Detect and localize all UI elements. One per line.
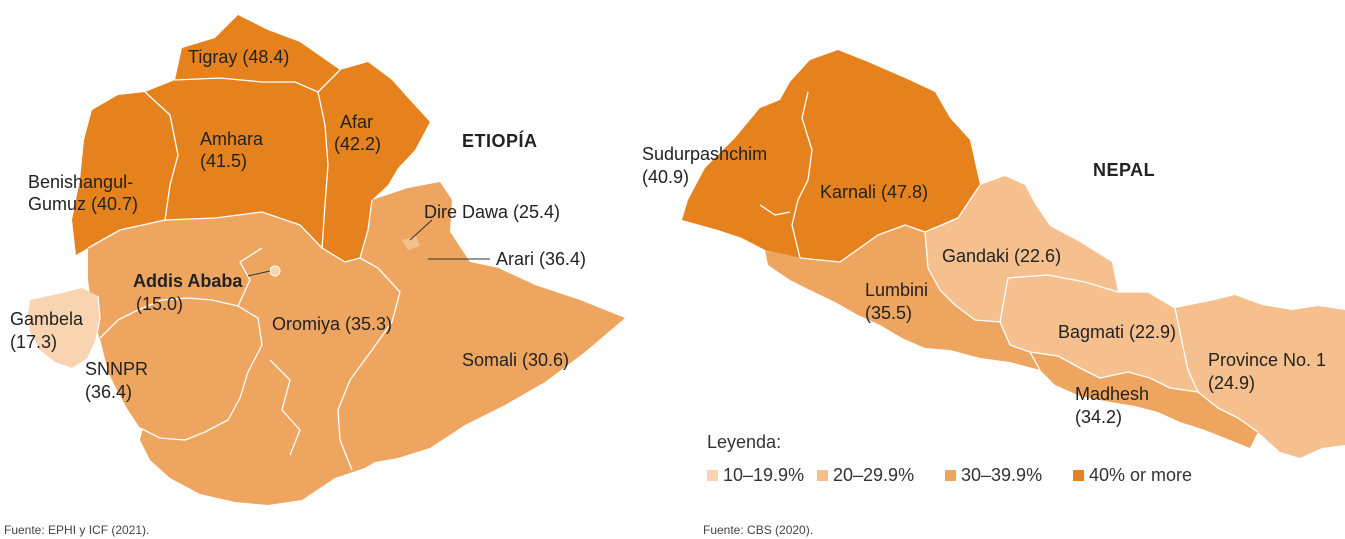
label-lumbini-name: Lumbini: [865, 280, 928, 300]
label-gambela-value: (17.3): [10, 332, 57, 352]
region-afar: [318, 62, 430, 262]
region-sudurpashchim: [682, 82, 812, 258]
region-snnpr: [100, 298, 262, 440]
leader-dire-dawa: [409, 219, 433, 241]
legend-item-4: 40% or more: [1073, 465, 1192, 485]
legend-label-2: 20–29.9%: [833, 465, 914, 485]
label-bagmati: Bagmati (22.9): [1058, 322, 1176, 342]
legend-item-3: 30–39.9%: [945, 465, 1042, 485]
label-benishangul-name: Benishangul-: [28, 172, 133, 192]
region-tigray: [175, 15, 340, 92]
region-addis-ababa: [269, 265, 281, 277]
label-addis-value: (15.0): [136, 294, 183, 314]
label-snnpr-value: (36.4): [85, 382, 132, 402]
label-oromiya: Oromiya (35.3): [272, 314, 392, 334]
label-sudurpashchim-name: Sudurpashchim: [642, 144, 767, 164]
region-arari: [420, 254, 430, 263]
legend: Leyenda: 10–19.9% 20–29.9% 30–39.9% 40% …: [707, 432, 1192, 485]
source-ethiopia: Fuente: EPHI y ICF (2021).: [4, 523, 149, 537]
label-benishangul-value: Gumuz (40.7): [28, 194, 138, 214]
nepal-map: Sudurpashchim (40.9) Karnali (47.8) Lumb…: [642, 50, 1345, 537]
label-madhesh-value: (34.2): [1075, 407, 1122, 427]
country-title-ethiopia: ETIOPÍA: [462, 130, 538, 151]
region-madhesh: [1030, 352, 1258, 448]
region-amhara: [145, 78, 328, 248]
label-arari: Arari (36.4): [496, 249, 586, 269]
label-afar-value: (42.2): [334, 134, 381, 154]
label-tigray: Tigray (48.4): [188, 47, 289, 67]
source-nepal: Fuente: CBS (2020).: [703, 523, 813, 537]
label-karnali: Karnali (47.8): [820, 182, 928, 202]
label-afar-name: Afar: [340, 112, 373, 132]
label-addis-name: Addis Ababa: [133, 271, 243, 291]
legend-swatch-1: [707, 470, 718, 481]
label-sudurpashchim-value: (40.9): [642, 167, 689, 187]
region-gandaki: [925, 176, 1118, 322]
label-madhesh-name: Madhesh: [1075, 384, 1149, 404]
label-province1-value: (24.9): [1208, 373, 1255, 393]
label-dire-dawa: Dire Dawa (25.4): [424, 202, 560, 222]
legend-label-1: 10–19.9%: [723, 465, 804, 485]
region-gambela: [28, 288, 100, 368]
region-benishangul: [72, 92, 178, 255]
legend-swatch-4: [1073, 470, 1084, 481]
label-gambela-name: Gambela: [10, 309, 84, 329]
region-bagmati: [1000, 275, 1198, 392]
legend-swatch-3: [945, 470, 956, 481]
ethiopia-map: Tigray (48.4) Afar (42.2) Amhara (41.5) …: [4, 15, 625, 537]
legend-item-1: 10–19.9%: [707, 465, 804, 485]
label-somali: Somali (30.6): [462, 350, 569, 370]
legend-label-4: 40% or more: [1089, 465, 1192, 485]
label-amhara-value: (41.5): [200, 151, 247, 171]
label-gandaki: Gandaki (22.6): [942, 246, 1061, 266]
label-amhara-name: Amhara: [200, 129, 264, 149]
region-province-1: [1175, 295, 1345, 458]
region-dire-dawa: [402, 236, 420, 250]
region-somali: [338, 182, 625, 470]
label-province1-name: Province No. 1: [1208, 350, 1326, 370]
label-snnpr-name: SNNPR: [85, 359, 148, 379]
country-title-nepal: NEPAL: [1093, 160, 1155, 180]
legend-title: Leyenda:: [707, 432, 781, 452]
region-lumbini: [765, 225, 1040, 370]
leader-addis: [247, 270, 271, 277]
legend-item-2: 20–29.9%: [817, 465, 914, 485]
ethiopia-internal-borders: [87, 69, 401, 471]
nepal-internal-borders: [759, 91, 1259, 433]
region-karnali: [790, 50, 980, 262]
legend-label-3: 30–39.9%: [961, 465, 1042, 485]
legend-swatch-2: [817, 470, 828, 481]
label-lumbini-value: (35.5): [865, 303, 912, 323]
